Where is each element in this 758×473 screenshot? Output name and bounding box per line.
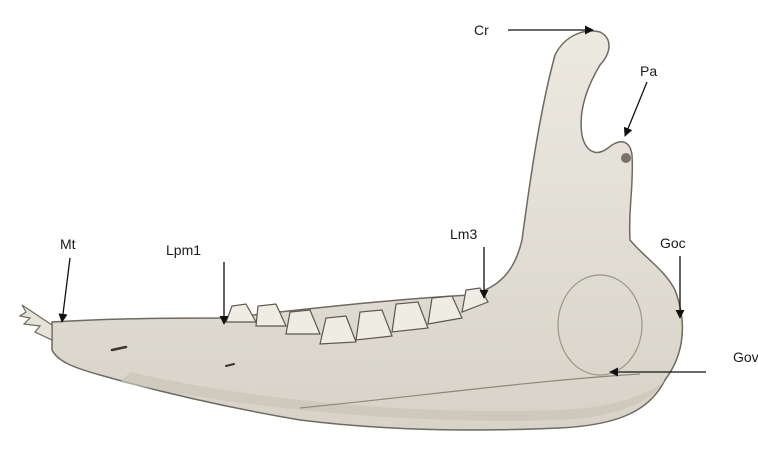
mandible-bone bbox=[20, 31, 682, 430]
tooth bbox=[226, 304, 256, 322]
label-gov: Gov bbox=[733, 349, 758, 365]
incisors bbox=[20, 305, 52, 340]
label-lpm1: Lpm1 bbox=[166, 242, 201, 258]
tooth bbox=[256, 304, 286, 326]
label-pa: Pa bbox=[640, 63, 657, 79]
mandible-outline bbox=[52, 31, 682, 430]
label-lm3: Lm3 bbox=[450, 226, 477, 242]
pa-arrow bbox=[625, 82, 647, 136]
articular-spot bbox=[621, 153, 631, 163]
mt-arrow bbox=[62, 258, 70, 322]
label-cr: Cr bbox=[474, 22, 489, 38]
label-goc: Goc bbox=[660, 235, 686, 251]
label-mt: Mt bbox=[60, 236, 76, 252]
